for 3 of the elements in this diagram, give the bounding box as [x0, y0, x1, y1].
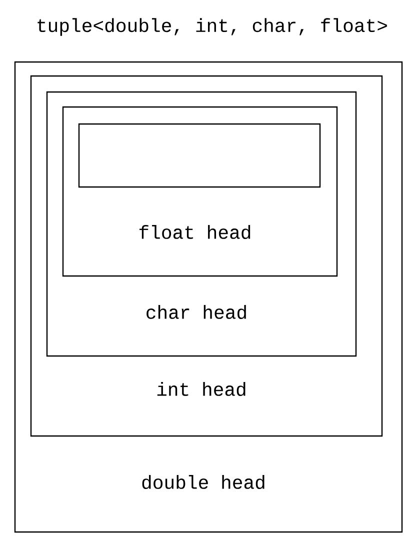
- title: tuple<double, int, char, float>: [38, 18, 387, 36]
- empty-box: [78, 123, 321, 188]
- nested-box: float head: [62, 106, 338, 277]
